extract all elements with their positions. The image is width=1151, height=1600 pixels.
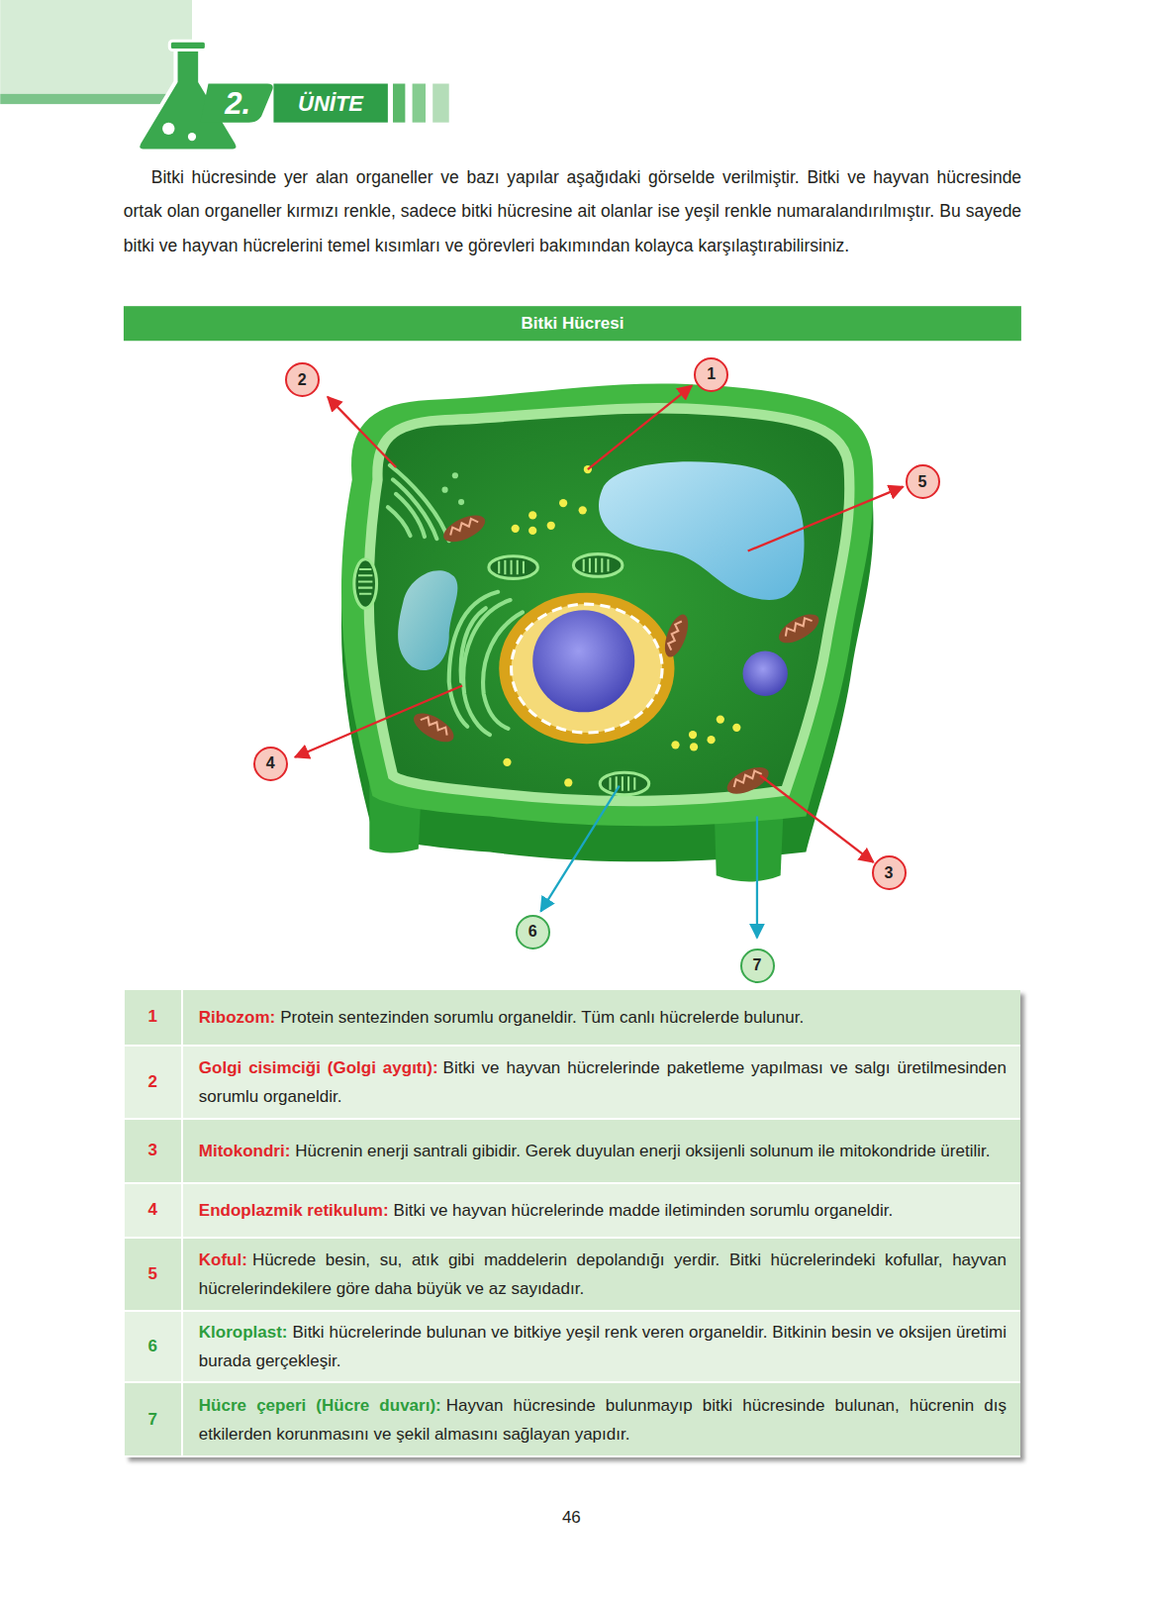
leader-arrows bbox=[294, 385, 903, 939]
cell-wall bbox=[341, 383, 873, 826]
callout-number: 1 bbox=[693, 357, 729, 392]
row-number: 4 bbox=[124, 1183, 184, 1237]
header-panel bbox=[0, 0, 192, 95]
page-number: 46 bbox=[530, 1507, 613, 1528]
unit-label: ÜNİTE bbox=[273, 84, 388, 123]
golgi bbox=[387, 465, 450, 541]
row-description: Kloroplast:Bitki hücrelerinde bulunan ve… bbox=[183, 1311, 1021, 1381]
row-number: 3 bbox=[124, 1119, 184, 1182]
row-description: Koful:Hücrede besin, su, atık gibi madde… bbox=[183, 1238, 1021, 1310]
intro-paragraph: Bitki hücresinde yer alan organeller ve … bbox=[123, 160, 1022, 264]
callout-text: 4 bbox=[266, 754, 276, 772]
callout-text: 7 bbox=[753, 956, 763, 974]
description-paragraph: Hücre çeperi (Hücre duvarı):Hayvan hücre… bbox=[198, 1390, 1007, 1448]
callout-number: 2 bbox=[285, 362, 320, 397]
callout-text: 2 bbox=[297, 371, 307, 389]
table-row: 7Hücre çeperi (Hücre duvarı):Hayvan hücr… bbox=[124, 1382, 1021, 1457]
callout-number: 3 bbox=[871, 855, 907, 890]
table-row: 4 Endoplazmik retikulum:Bitki ve hayvan h… bbox=[124, 1183, 1021, 1239]
callout-number: 7 bbox=[740, 948, 775, 983]
unit-number: 2. bbox=[207, 83, 268, 124]
info-table: 1 Ribozom:Protein sentezinden sorumlu org… bbox=[124, 989, 1021, 1457]
row-description: Hücre çeperi (Hücre duvarı):Hayvan hücre… bbox=[183, 1382, 1021, 1455]
row-number: 5 bbox=[124, 1238, 184, 1310]
organelle-description: Bitki ve hayvan hücrelerinde madde ileti… bbox=[393, 1200, 894, 1220]
description-paragraph: Golgi cisimciği (Golgi aygıtı):Bitki ve … bbox=[198, 1053, 1007, 1111]
row-number: 2 bbox=[124, 1046, 184, 1118]
organelle-description: Hücrenin enerji santrali gibidir. Gerek … bbox=[294, 1141, 990, 1160]
cytoplasm bbox=[368, 407, 850, 801]
organelle-term: Endoplazmik retikulum: bbox=[198, 1200, 389, 1220]
callout-number: 6 bbox=[515, 914, 551, 950]
description-paragraph: Ribozom:Protein sentezinden sorumlu orga… bbox=[198, 1002, 1007, 1032]
description-paragraph: Koful:Hücrede besin, su, atık gibi madde… bbox=[198, 1245, 1007, 1303]
title-text: Bitki Hücresi bbox=[123, 305, 1022, 341]
mitochondria bbox=[408, 509, 824, 799]
table-row: 6Kloroplast:Bitki hücrelerinde bulunan v… bbox=[124, 1311, 1021, 1383]
organelle-description: Protein sentezinden sorumlu organeldir. … bbox=[280, 1007, 804, 1027]
callout-text: 3 bbox=[884, 863, 894, 882]
row-description: Mitokondri:Hücrenin enerji santrali gibi… bbox=[183, 1119, 1021, 1182]
organelle-description: Bitki hücrelerinde bulunan ve bitkiye ye… bbox=[198, 1322, 1007, 1370]
description-paragraph: Mitokondri:Hücrenin enerji santrali gibi… bbox=[198, 1136, 1007, 1165]
table-row: 5Koful:Hücrede besin, su, atık gibi madd… bbox=[124, 1238, 1021, 1312]
organelle-term: Golgi cisimciği (Golgi aygıtı): bbox=[198, 1057, 439, 1077]
row-description: Ribozom:Protein sentezinden sorumlu orga… bbox=[183, 989, 1021, 1045]
organelle-term: Koful: bbox=[198, 1249, 248, 1269]
description-paragraph: Endoplazmik retikulum:Bitki ve hayvan hü… bbox=[198, 1195, 1007, 1225]
table-row: 3 Mitokondri:Hücrenin enerji santrali gib… bbox=[124, 1119, 1021, 1184]
description-paragraph: Kloroplast:Bitki hücrelerinde bulunan ve… bbox=[198, 1317, 1007, 1375]
row-number: 7 bbox=[124, 1382, 184, 1455]
unit-band bbox=[273, 84, 387, 123]
organelle-term: Mitokondri: bbox=[198, 1141, 291, 1160]
row-description: Endoplazmik retikulum:Bitki ve hayvan hü… bbox=[183, 1183, 1021, 1237]
callout-number: 5 bbox=[905, 464, 941, 499]
chloroplasts bbox=[354, 554, 650, 795]
organelle-description: Hücrede besin, su, atık gibi maddelerin … bbox=[198, 1249, 1007, 1298]
callout-number: 4 bbox=[253, 746, 288, 781]
ribosomes bbox=[502, 465, 741, 787]
nucleus bbox=[498, 592, 674, 745]
vacuole bbox=[598, 461, 805, 600]
organelle-term: Hücre çeperi (Hücre duvarı): bbox=[198, 1395, 442, 1415]
row-number: 1 bbox=[124, 989, 184, 1045]
callout-text: 1 bbox=[706, 365, 716, 384]
row-number: 6 bbox=[124, 1311, 184, 1381]
organelle-term: Ribozom: bbox=[198, 1007, 276, 1027]
table-row: 2Golgi cisimciği (Golgi aygıtı):Bitki ve… bbox=[124, 1046, 1021, 1120]
row-description: Golgi cisimciği (Golgi aygıtı):Bitki ve … bbox=[183, 1046, 1021, 1118]
callout-text: 6 bbox=[528, 922, 538, 941]
flask-neck bbox=[169, 40, 206, 50]
title-band bbox=[123, 305, 1022, 341]
organelle-term: Kloroplast: bbox=[198, 1322, 288, 1342]
table-row: 1 Ribozom:Protein sentezinden sorumlu org… bbox=[124, 989, 1021, 1047]
callout-text: 5 bbox=[918, 473, 928, 491]
